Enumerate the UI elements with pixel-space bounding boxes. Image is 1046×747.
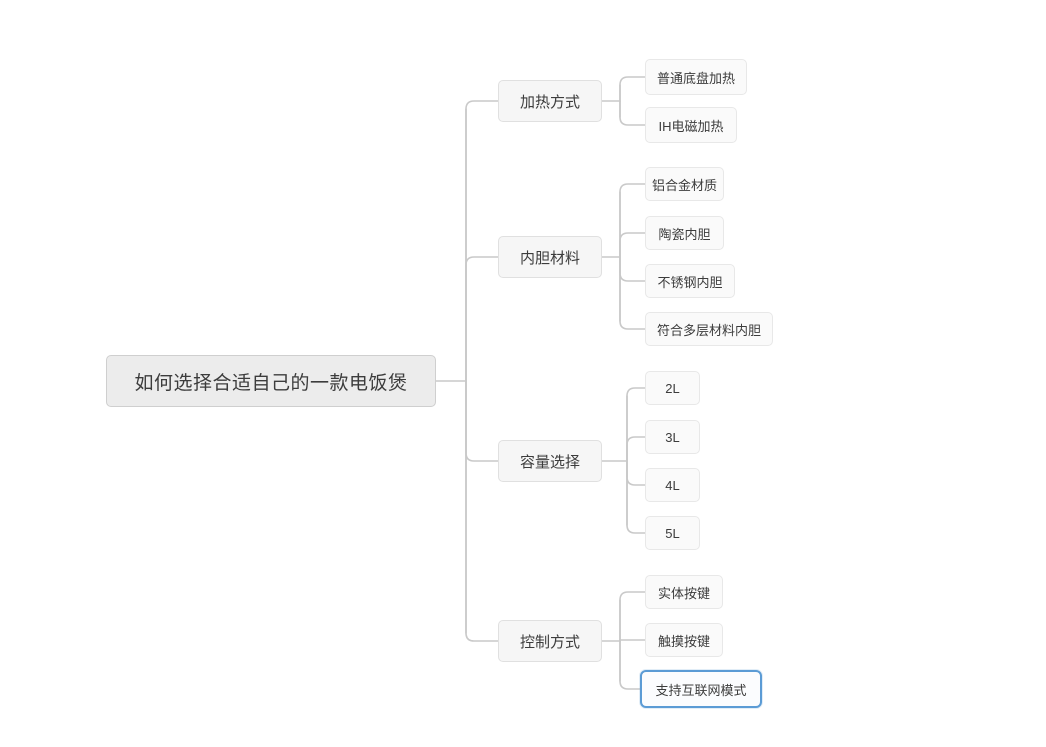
connector-line [465,380,499,462]
branch-node-0[interactable]: 加热方式 [498,80,602,122]
branch-node-2[interactable]: 容量选择 [498,440,602,482]
branch-node-0-label: 加热方式 [519,93,580,111]
connector-line [626,460,646,486]
leaf-node-1-0-label: 铝合金材质 [651,177,717,193]
leaf-node-2-3[interactable]: 5L [645,516,700,550]
connector-line [619,591,646,642]
leaf-node-2-3-label: 5L [665,525,680,541]
connector-line [619,76,646,102]
leaf-node-2-0[interactable]: 2L [645,371,700,405]
branch-node-1[interactable]: 内胆材料 [498,236,602,278]
root-node[interactable]: 如何选择合适自己的一款电饭煲 [106,355,436,407]
connector-line [626,436,646,462]
connector-line [626,387,646,462]
leaf-node-3-0-label: 实体按键 [657,585,710,601]
leaf-node-2-1-label: 3L [665,429,680,445]
leaf-node-1-3[interactable]: 符合多层材料内胆 [645,312,773,346]
connector-line [626,460,646,534]
leaf-node-3-2-label: 支持互联网模式 [655,682,747,698]
connector-line [465,100,499,382]
leaf-node-1-0[interactable]: 铝合金材质 [645,167,724,201]
leaf-node-2-2-label: 4L [665,477,680,493]
leaf-node-0-0[interactable]: 普通底盘加热 [645,59,747,95]
branch-node-2-label: 容量选择 [519,453,580,471]
leaf-node-1-2-label: 不锈钢内胆 [657,274,723,290]
leaf-node-2-2[interactable]: 4L [645,468,700,502]
connector-line [619,640,641,690]
leaf-node-3-0[interactable]: 实体按键 [645,575,723,609]
leaf-node-2-0-label: 2L [665,380,680,396]
branch-node-3-label: 控制方式 [519,633,580,651]
connector-line [465,256,499,382]
leaf-node-0-1[interactable]: IH电磁加热 [645,107,737,143]
connector-line [619,232,646,258]
leaf-node-3-2[interactable]: 支持互联网模式 [640,670,762,708]
leaf-node-0-0-label: 普通底盘加热 [656,70,735,86]
connector-line [619,256,646,282]
connector-line [465,380,499,642]
leaf-node-3-1[interactable]: 触摸按键 [645,623,723,657]
leaf-node-2-1[interactable]: 3L [645,420,700,454]
connector-line [619,256,646,330]
leaf-node-1-1-label: 陶瓷内胆 [658,226,711,242]
leaf-node-3-1-label: 触摸按键 [657,633,710,649]
leaf-node-0-1-label: IH电磁加热 [658,118,724,134]
leaf-node-1-3-label: 符合多层材料内胆 [656,322,761,338]
connector-line [619,100,646,126]
root-node-label: 如何选择合适自己的一款电饭煲 [134,372,408,394]
leaf-node-1-2[interactable]: 不锈钢内胆 [645,264,735,298]
connector-line [619,183,646,258]
branch-node-3[interactable]: 控制方式 [498,620,602,662]
branch-node-1-label: 内胆材料 [519,249,580,267]
leaf-node-1-1[interactable]: 陶瓷内胆 [645,216,724,250]
